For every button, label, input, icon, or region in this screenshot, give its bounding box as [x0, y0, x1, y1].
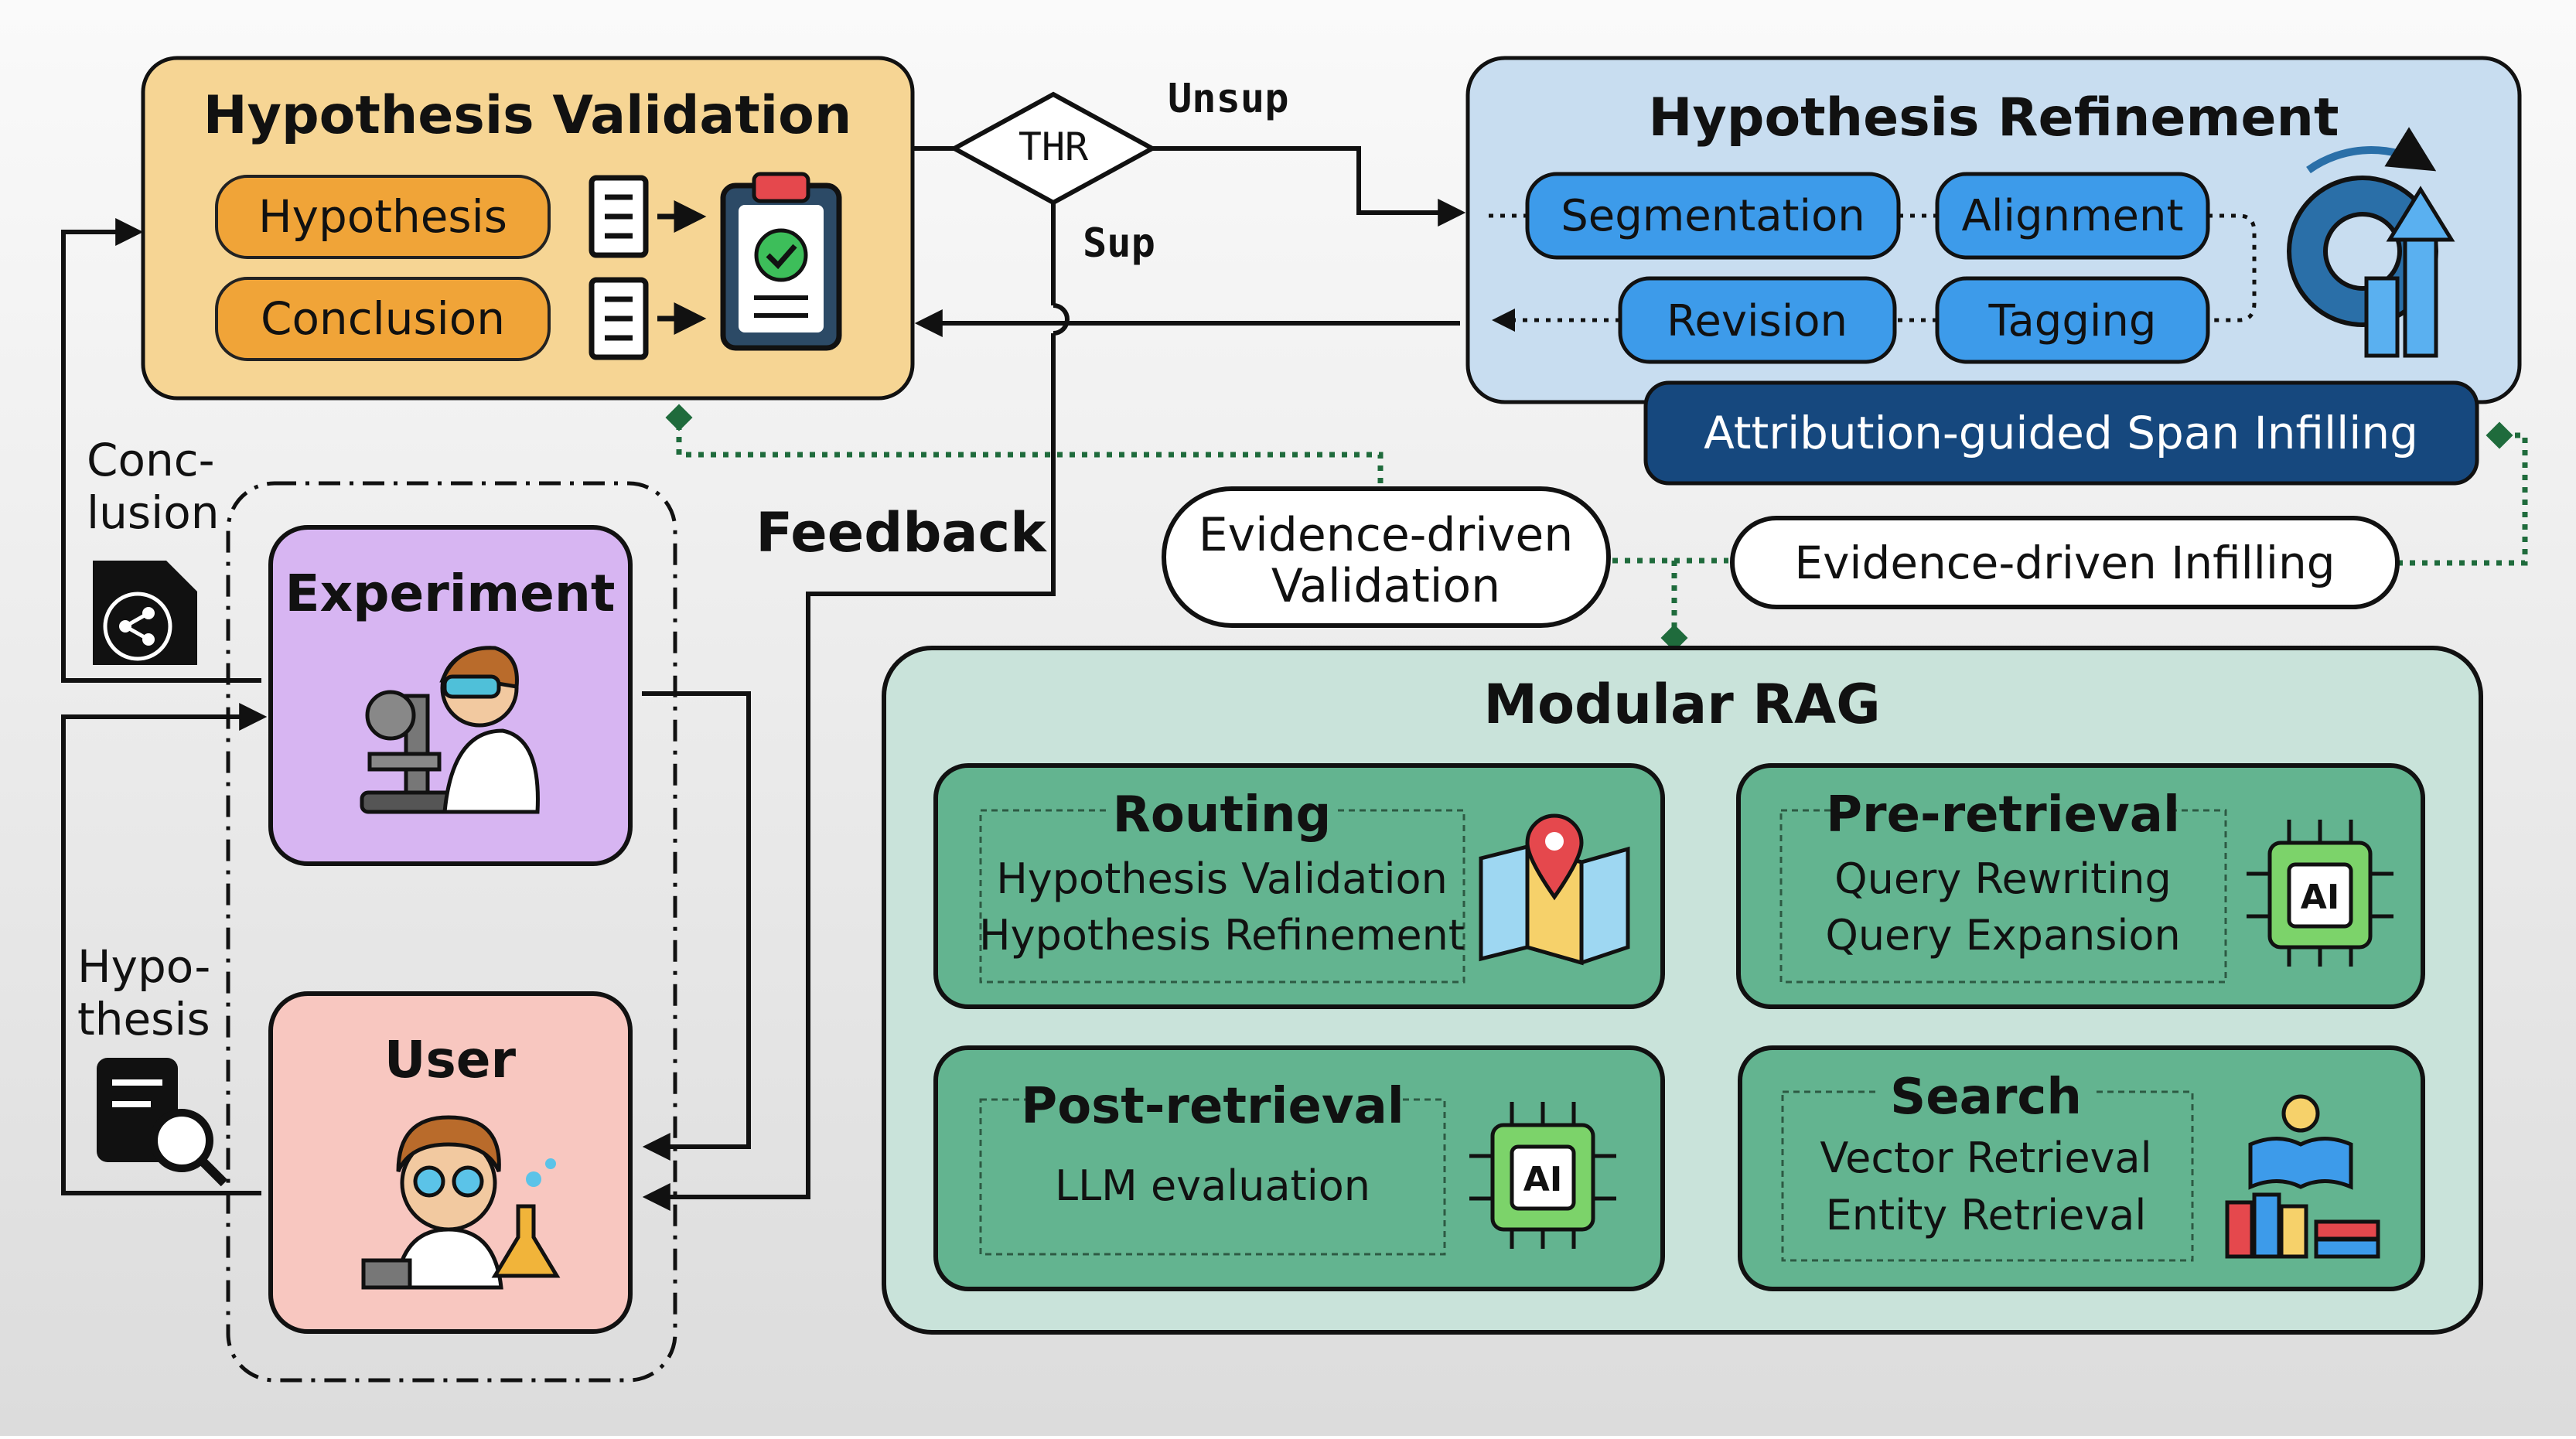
search-line2: Entity Retrieval	[1826, 1191, 2147, 1240]
evidence-infilling-label: Evidence-driven Infilling	[1794, 537, 2335, 589]
tagging-label: Tagging	[1988, 296, 2157, 346]
revision-label: Revision	[1667, 296, 1848, 346]
evidence-infilling-pill: Evidence-driven Infilling	[1730, 516, 2400, 609]
validation-title: Hypothesis Validation	[203, 85, 852, 146]
post-retrieval-line1: LLM evaluation	[1055, 1161, 1370, 1210]
pre-retrieval-card: Pre-retrieval Query Rewriting Query Expa…	[1736, 763, 2425, 1009]
evidence-validation-line1: Evidence-driven	[1199, 508, 1574, 562]
document-arrow-icon	[589, 175, 707, 360]
hypothesis-label-line1: Hypo-	[77, 940, 210, 993]
rag-title: Modular RAG	[1483, 673, 1880, 736]
routing-line1: Hypothesis Validation	[996, 854, 1448, 903]
map-pin-icon	[1479, 813, 1630, 966]
pre-retrieval-title: Pre-retrieval	[1826, 786, 2180, 844]
pre-retrieval-line1: Query Rewriting	[1834, 854, 2172, 903]
search-card: Search Vector Retrieval Entity Retrieval	[1738, 1045, 2425, 1291]
search-document-icon	[97, 1058, 228, 1187]
search-title: Search	[1890, 1069, 2082, 1126]
scientist-flask-icon	[361, 1115, 561, 1290]
clipboard-check-icon	[720, 172, 842, 351]
evidence-validation-pill: Evidence-driven Validation	[1162, 486, 1611, 628]
conclusion-label-line2: lusion	[87, 486, 219, 539]
ai-chip-icon	[1469, 1102, 1616, 1249]
hypothesis-refinement-panel: Hypothesis Refinement Segmentation Align…	[1465, 56, 2522, 404]
routing-card: Routing Hypothesis Validation Hypothesis…	[933, 763, 1665, 1009]
conclusion-label-line1: Conc-	[87, 434, 215, 486]
segmentation-label: Segmentation	[1561, 191, 1865, 241]
hypothesis-pill	[215, 175, 551, 259]
conclusion-pill-label: Conclusion	[261, 292, 505, 345]
scientist-microscope-icon	[360, 646, 540, 814]
refinement-flow	[1489, 213, 2257, 332]
routing-line2: Hypothesis Refinement	[979, 911, 1465, 960]
ai-chip-label-2: AI	[1523, 1160, 1562, 1199]
refinement-title: Hypothesis Refinement	[1649, 87, 2339, 148]
post-retrieval-title: Post-retrieval	[1021, 1078, 1404, 1135]
conclusion-pill	[215, 277, 551, 361]
book-lightbulb-icon	[2225, 1094, 2380, 1259]
share-document-icon	[93, 561, 197, 665]
experiment-label: Experiment	[285, 564, 616, 623]
modular-rag-panel: Modular RAG Routing Hypothesis Validatio…	[882, 646, 2483, 1335]
threshold-connectors	[642, 146, 1466, 1211]
left-connectors	[61, 218, 751, 1195]
post-retrieval-card: Post-retrieval LLM evaluation AI	[933, 1045, 1665, 1291]
hypothesis-label-line2: thesis	[77, 993, 210, 1045]
span-infilling-label: Attribution-guided Span Infilling	[1704, 407, 2418, 459]
unsup-label: Unsup	[1168, 76, 1289, 122]
ai-chip-icon	[2247, 820, 2393, 967]
actors-group	[226, 481, 677, 1383]
sup-label: Sup	[1083, 220, 1155, 267]
hypothesis-validation-panel: Hypothesis Validation Hypothesis Conclus…	[141, 56, 915, 401]
feedback-label: Feedback	[756, 501, 1047, 564]
routing-title: Routing	[1113, 786, 1332, 844]
span-infilling-banner: Attribution-guided Span Infilling	[1643, 380, 2479, 486]
threshold-label: THR	[1018, 124, 1089, 169]
gear-growth-icon	[2287, 127, 2455, 358]
user-label: User	[384, 1030, 517, 1089]
evidence-connectors	[665, 404, 2528, 652]
evidence-validation-line2: Validation	[1271, 559, 1500, 613]
pre-retrieval-line2: Query Expansion	[1825, 911, 2180, 960]
alignment-label: Alignment	[1962, 191, 2184, 241]
ai-chip-label: AI	[2301, 878, 2339, 917]
experiment-card: Experiment	[268, 525, 633, 866]
search-line1: Vector Retrieval	[1820, 1134, 2151, 1182]
user-card: User	[268, 991, 633, 1334]
hypothesis-pill-label: Hypothesis	[258, 190, 507, 243]
